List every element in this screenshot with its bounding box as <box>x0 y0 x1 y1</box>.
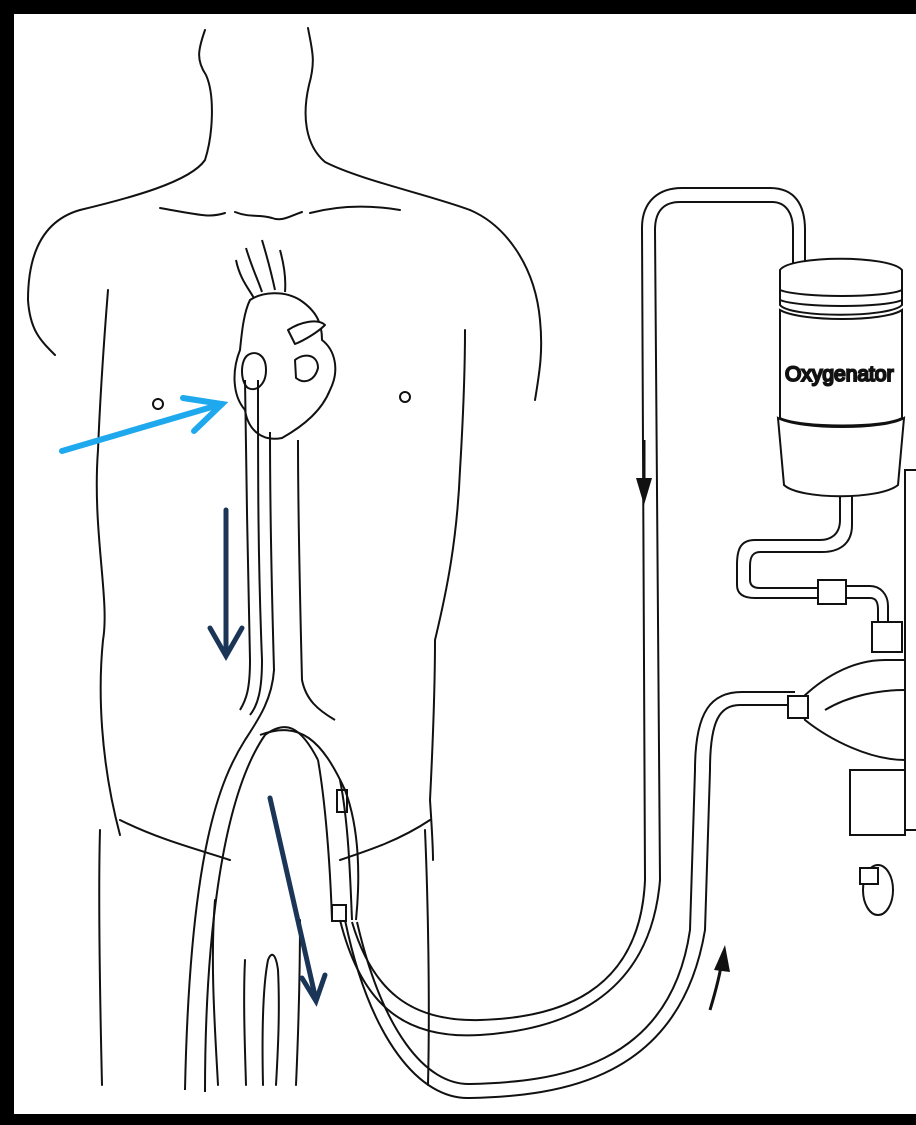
pump-holder <box>872 622 902 652</box>
oxygenator-label: Oxygenator <box>785 363 894 386</box>
oxygenator-base <box>778 418 904 496</box>
console-panel <box>905 470 916 830</box>
tube-connector <box>818 580 846 604</box>
pump-outlet <box>788 696 808 718</box>
cart-caster <box>860 868 878 884</box>
oxygenator-device: Oxygenator <box>778 259 904 497</box>
console-cart-base <box>850 770 905 835</box>
paper-background <box>14 14 916 1114</box>
